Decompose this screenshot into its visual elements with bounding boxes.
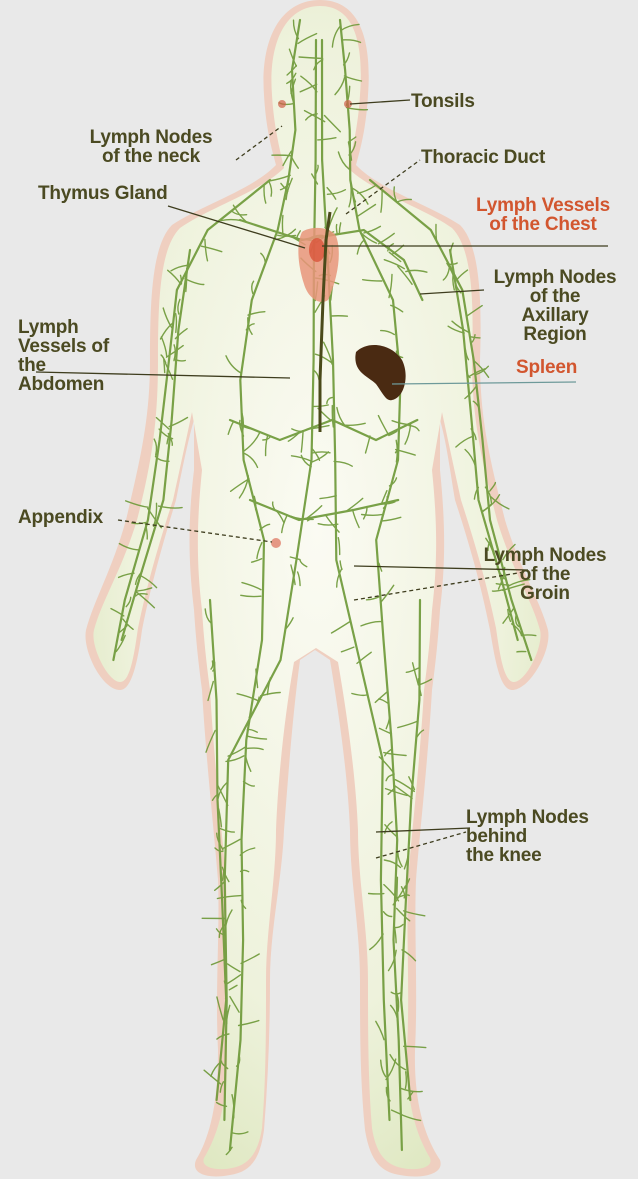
lymph-vessel-branch (397, 877, 398, 898)
label-groin-nodes: Lymph Nodes of the Groin (466, 546, 624, 603)
label-chest-vessels: Lymph Vessels of the Chest (458, 196, 628, 234)
label-neck-nodes: Lymph Nodes of the neck (76, 128, 226, 166)
lymph-vessel-branch (399, 1051, 400, 1074)
lymph-vessel-branch (336, 225, 337, 234)
tonsil-left (278, 100, 286, 108)
label-thoracic-duct: Thoracic Duct (421, 148, 545, 167)
label-knee-nodes: Lymph Nodes behind the knee (466, 808, 589, 865)
label-thymus-gland: Thymus Gland (38, 184, 168, 203)
lymph-vessel-branch (176, 314, 177, 333)
label-axillary-nodes: Lymph Nodes of the Axillary Region (476, 268, 634, 344)
label-abdomen-vessels: Lymph Vessels of the Abdomen (18, 318, 109, 394)
label-appendix: Appendix (18, 508, 103, 527)
appendix-marker (271, 538, 281, 548)
lymph-vessel-branch (521, 635, 535, 636)
label-spleen: Spleen (516, 358, 577, 377)
lymph-vessel-branch (272, 155, 291, 156)
label-tonsils: Tonsils (411, 92, 475, 111)
